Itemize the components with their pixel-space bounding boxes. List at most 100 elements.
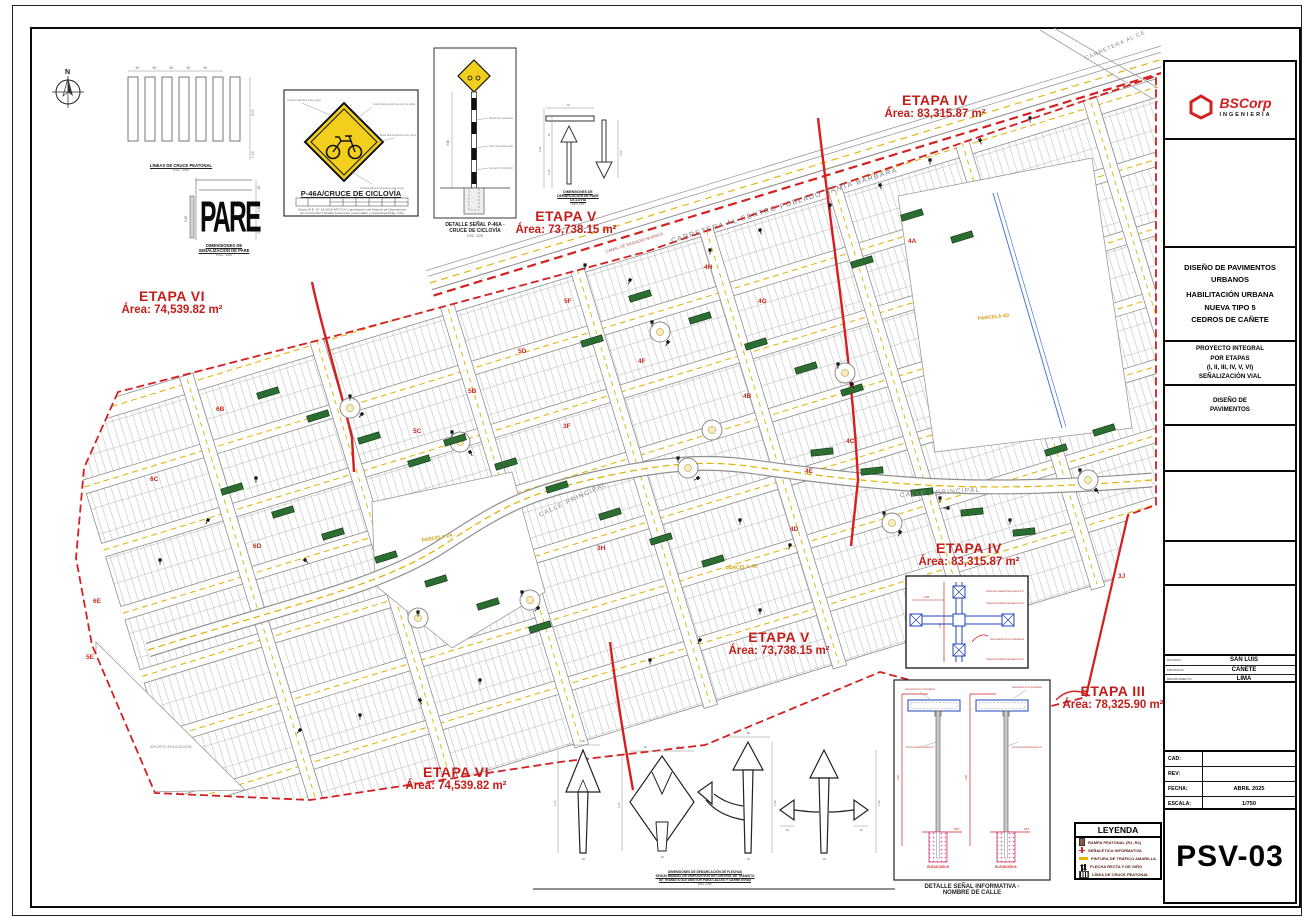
svg-text:5F: 5F (564, 298, 572, 305)
parcel-label: PARCELA 4D (978, 313, 1010, 322)
svg-text:5E: 5E (86, 654, 95, 661)
arrows-icon (1079, 858, 1088, 876)
svg-text:ELEVACIÓN A: ELEVACIÓN A (995, 864, 1017, 869)
svg-text:2.40: 2.40 (773, 800, 777, 806)
yellow-line-icon (1079, 857, 1088, 860)
svg-text:de Control del Tránsito Automo: de Control del Tránsito Automotor para C… (300, 211, 404, 215)
bicycle-icon (325, 135, 363, 160)
svg-text:1.80: 1.80 (538, 146, 542, 152)
street-sign-caption: DETALLE SEÑAL INFORMATIVA - NOMBRE DE CA… (924, 884, 1020, 896)
svg-text:Tubo de Fierro Cuadrado Pintad: Tubo de Fierro Cuadrado Pintado aparejo … (1012, 746, 1042, 749)
sheet-number: PSV-03 (1176, 840, 1284, 873)
titleblock-meta: CAD: REV: FECHA: ABRIL 2025 ESCALA: 1/75… (1163, 750, 1297, 811)
svg-text:2.40: 2.40 (617, 802, 621, 808)
svg-text:4F: 4F (638, 358, 646, 365)
svg-text:5D: 5D (518, 348, 527, 355)
svg-text:2.00: 2.00 (964, 774, 968, 780)
svg-text:Tubo de Fierro Cuadrado Pintad: Tubo de Fierro Cuadrado Pintado aparejo … (986, 602, 1024, 605)
parcel-label: PARCELA 4B (726, 563, 758, 572)
titleblock-project: DISEÑO DE PAVIMENTOS URBANOS HABILITACIÓ… (1163, 246, 1297, 342)
meta-row-escala: ESCALA: 1/750 (1165, 797, 1295, 811)
svg-text:5.60: 5.60 (184, 216, 188, 222)
pare-ciclovia-caption: DIMENSIONES DE DEMARCACIÓN DE PARE CICLO… (557, 190, 599, 206)
svg-text:2.08: 2.08 (924, 595, 930, 599)
svg-text:.50: .50 (152, 66, 157, 70)
svg-text:3F: 3F (563, 423, 571, 430)
site-perimeter (75, 74, 1157, 801)
svg-text:.50: .50 (203, 66, 208, 70)
sheet-outer-border (12, 5, 1302, 916)
svg-text:4G: 4G (758, 298, 767, 305)
company-logo-icon (1189, 94, 1213, 120)
svg-text:6C: 6C (150, 476, 159, 483)
site-blocks (76, 76, 1156, 800)
svg-text:Borde lámina reflectiva color: Borde lámina reflectiva color negro (380, 133, 416, 137)
north-arrow-icon: N (52, 69, 84, 108)
titleblock-empty-3 (1163, 540, 1297, 586)
pare-ciclovia-detail: .70 1.80 .50 1.20 2.00 (538, 103, 623, 188)
svg-text:.40: .40 (660, 855, 664, 859)
titleblock-plot-box (1163, 138, 1297, 248)
post-caption: DETALLE SEÑAL P-46A - CRUCE DE CICLOVÍA … (445, 222, 505, 238)
svg-text:Lámina retráctil de 3m con vin: Lámina retráctil de 3m con vinil autoadh… (990, 638, 1024, 641)
sign-frame-detail: 4.05 2.08 Tubo de (905, 575, 1029, 669)
svg-text:Concreto f'c=140 kg/cm²: Concreto f'c=140 kg/cm² (489, 167, 513, 170)
meta-row-fecha: FECHA: ABRIL 2025 (1165, 782, 1295, 797)
location-row: DISTRITO: SAN LUIS (1165, 656, 1295, 666)
svg-text:2.00: 2.00 (619, 150, 623, 156)
pare-caption: DIMENSIONES DE SEÑALIZACIÓN DE PARE ESC:… (198, 243, 250, 257)
svg-text:4D: 4D (790, 526, 799, 533)
company-name: BSCorp (1219, 95, 1272, 111)
titleblock-empty-1 (1163, 424, 1297, 472)
legend-title: LEYENDA (1076, 824, 1160, 838)
p46a-title: P-46A/CRUCE DE CICLOVÍA (300, 189, 402, 198)
stage-dividers (310, 117, 1130, 791)
meta-row-cad: CAD: (1165, 752, 1295, 767)
svg-text:ELEVACIÓN B: ELEVACIÓN B (927, 864, 949, 869)
svg-text:1.00: 1.00 (251, 151, 255, 158)
sheet-inner-frame (30, 27, 1301, 908)
titleblock-discipline: DISEÑO DE PAVIMENTOS (1163, 384, 1297, 426)
svg-text:Símbolo lámina reflectiva colo: Símbolo lámina reflectiva color negro (360, 186, 405, 190)
titleblock-empty-4 (1163, 584, 1297, 656)
svg-text:.40: .40 (746, 857, 750, 861)
crosswalk-caption: LÍNEAS DE CRUCE PEATONAL ESC: 1/50 (149, 163, 213, 172)
svg-text:3H: 3H (597, 545, 606, 552)
svg-text:2.40: 2.40 (877, 800, 881, 806)
legend-item: RAMPA PEATONAL (R1, R2) (1076, 838, 1160, 847)
arrow-marking-details: .80 1.20 .40 .40 .40 2.40 .40 (533, 731, 895, 890)
svg-text:Según R.D. N° 16-2016-MTC/14.1: Según R.D. N° 16-2016-MTC/14.1 aprobació… (298, 208, 407, 212)
svg-text:4H: 4H (704, 264, 713, 271)
svg-text:6D: 6D (253, 543, 262, 550)
svg-text:.70: .70 (566, 103, 570, 107)
plus-icon (1079, 847, 1085, 854)
svg-text:.40: .40 (859, 828, 863, 832)
svg-text:.50: .50 (135, 66, 140, 70)
svg-text:6E: 6E (93, 598, 102, 605)
svg-text:Lámina retráctil de 3m con vin: Lámina retráctil de 3m con vinil autoadh… (1012, 686, 1042, 689)
svg-text:.40: .40 (822, 857, 826, 861)
p46a-sign-detail: Lámina reflectiva color negro Fondo lámi… (283, 89, 419, 217)
svg-text:5C: 5C (413, 428, 422, 435)
svg-text:5B: 5B (468, 388, 477, 395)
svg-text:4C: 4C (846, 438, 855, 445)
location-row: DEPARTAMENTO: LIMA (1167, 676, 1252, 683)
svg-text:.80: .80 (746, 731, 750, 735)
svg-text:.50: .50 (169, 66, 174, 70)
svg-text:.80: .80 (257, 185, 261, 190)
titleblock-empty-5 (1163, 681, 1297, 752)
svg-text:Lámina retráctil de 3m con vin: Lámina retráctil de 3m con vinil autoadh… (905, 688, 935, 691)
svg-text:.40: .40 (785, 828, 789, 832)
svg-text:6B: 6B (216, 406, 225, 413)
svg-text:4B: 4B (743, 393, 752, 400)
crosswalk-detail: .50.50 .50.50 .50 3.00 1.00 (127, 66, 255, 160)
titleblock-logo: BSCorp INGENIERÍA (1163, 60, 1297, 140)
svg-text:.50: .50 (547, 133, 551, 137)
aporte-label: APORTE EDUCACIÓN (150, 744, 192, 749)
